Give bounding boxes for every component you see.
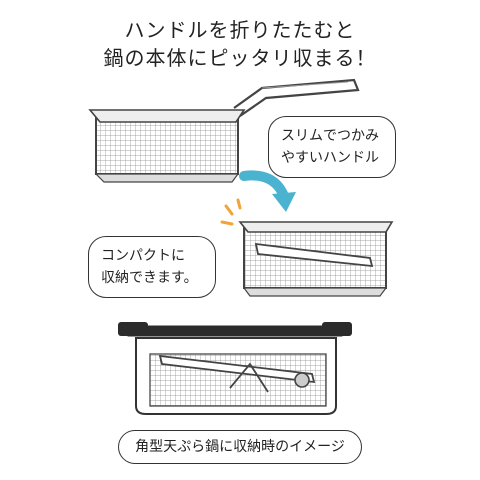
bubble-compact-line-2: 収納できます。 [101, 270, 198, 286]
basket-handle-folded [238, 221, 394, 297]
spark-icon [220, 198, 242, 226]
speech-bubble-handle: スリムでつかみ やすいハンドル [268, 116, 396, 178]
headline-line-2: 鍋の本体にピッタリ収まる！ [103, 46, 377, 70]
bubble-handle-line-2: やすいハンドル [281, 150, 379, 166]
speech-bubble-compact: コンパクトに 収納できます。 [88, 236, 216, 298]
headline-line-1: ハンドルを折りたたむと [124, 18, 356, 42]
caption-text: 角型天ぷら鍋に収納時のイメージ [135, 439, 345, 455]
caption-bubble: 角型天ぷら鍋に収納時のイメージ [118, 430, 362, 464]
bubble-compact-line-1: コンパクトに [101, 248, 185, 264]
bubble-handle-line-1: スリムでつかみ [281, 128, 379, 144]
basket-handle-extended [88, 78, 360, 183]
tempura-pot-illustration [118, 322, 352, 415]
curved-arrow-icon [239, 170, 296, 212]
